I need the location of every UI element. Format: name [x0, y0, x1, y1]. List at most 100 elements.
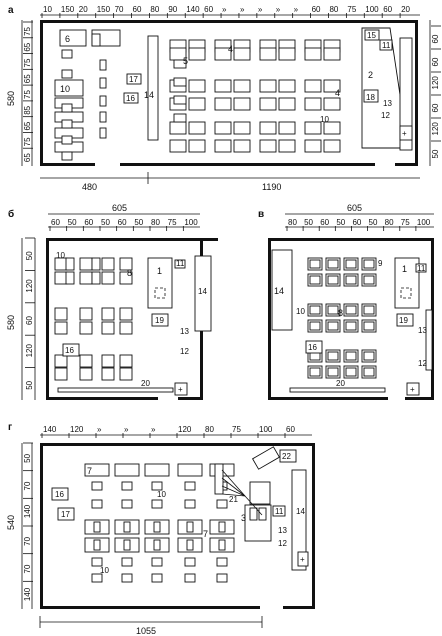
plan-b-desk — [79, 257, 93, 271]
dim-label: 80 — [288, 218, 297, 227]
dim-label: 50 — [134, 218, 143, 227]
dim-label: 80 — [385, 218, 394, 227]
plan-a-desk — [233, 139, 251, 153]
dim-label: 140 — [186, 5, 200, 14]
plan-a-side-stool — [99, 111, 107, 123]
plan-c-label-8: 8 — [338, 308, 343, 318]
plan-b-sink-plus: + — [178, 385, 183, 394]
plan-b-desk — [54, 354, 68, 368]
dim-label: 100 — [259, 425, 273, 434]
plan-a-desk — [233, 121, 251, 135]
plan-c-desk-inner — [363, 321, 375, 331]
dim-label: 20 — [79, 5, 88, 14]
plan-b-desk — [54, 367, 68, 381]
plan-d-stool — [151, 499, 163, 509]
plan-c-label-11: 11 — [417, 264, 426, 273]
plan-a-desk — [304, 139, 322, 153]
plan-b-desk — [119, 354, 133, 368]
plan-b-wall-bottom-right — [178, 397, 203, 400]
plan-b-teacher-table — [147, 257, 173, 309]
plan-b-desk — [54, 271, 68, 285]
plan-d-wall-bottom-right — [283, 606, 315, 609]
plan-c-dashed-box — [400, 287, 412, 299]
dim-label: 70 — [23, 536, 32, 545]
dim-label: 75 — [168, 218, 177, 227]
dim-label: 60 — [25, 316, 34, 325]
plan-c-desk-inner — [363, 275, 375, 285]
plan-a-desk — [323, 139, 341, 153]
dim-label: 50 — [68, 218, 77, 227]
plan-d-side-total: 540 — [6, 515, 16, 530]
dim-label: 60 — [320, 218, 329, 227]
plan-b-label-11: 11 — [176, 259, 185, 268]
plan-d-seat — [123, 521, 131, 533]
plan-a-label-15: 15 — [367, 31, 376, 40]
plan-c-wall-bottom-right — [405, 397, 434, 400]
dim-label: 75 — [401, 218, 410, 227]
plan-d-wall-right — [312, 443, 315, 609]
plan-d-stool — [184, 499, 196, 509]
dim-label: 140 — [23, 587, 32, 601]
dim-label: 70 — [115, 5, 124, 14]
plan-a-sink-plus: + — [402, 129, 407, 138]
plan-c-desk-inner — [345, 275, 357, 285]
plan-a-desk — [259, 47, 277, 61]
dim-label: 75 — [23, 90, 32, 99]
plan-a-left-desks — [54, 49, 107, 161]
plan-c-bench-20 — [289, 387, 386, 393]
plan-a-bottom-dim-1: 480 — [82, 182, 97, 192]
dim-label: 75 — [347, 5, 356, 14]
plan-a-label-4b: 4 — [335, 88, 340, 98]
plan-d-stool — [91, 557, 103, 567]
plan-a-label-4a: 4 — [228, 44, 233, 54]
dim-label: 20 — [401, 5, 410, 14]
plan-a-side-stool — [99, 127, 107, 139]
plan-d-seat — [93, 521, 101, 533]
plan-a-side-stool — [99, 77, 107, 89]
dim-label: 50 — [101, 218, 110, 227]
plan-c-label-9: 9 — [378, 259, 383, 268]
dim-label: 75 — [23, 26, 32, 35]
dim-label: » — [124, 425, 129, 434]
plan-b-sink — [174, 382, 188, 396]
plan-b-desk — [79, 321, 93, 335]
dim-label: 50 — [304, 218, 313, 227]
plan-d-seat — [218, 539, 226, 551]
plan-a-label-6: 6 — [65, 34, 70, 44]
plan-a-letter: а — [8, 5, 14, 16]
dim-label: 60 — [286, 425, 295, 434]
plan-d-box-11 — [272, 505, 286, 517]
plan-a-desk — [214, 47, 232, 61]
plan-b-desk — [101, 257, 115, 271]
plan-a-desk — [188, 121, 206, 135]
plan-a-desk — [173, 113, 187, 123]
dim-label: 60 — [431, 57, 440, 66]
plan-d-pointer-3 — [221, 485, 246, 497]
dim-label: 100 — [417, 218, 431, 227]
plan-d-sink-plus: + — [300, 555, 305, 564]
dim-label: 50 — [23, 453, 32, 462]
plan-c-label-14: 14 — [274, 286, 284, 296]
plan-d-lab-bench — [177, 463, 203, 477]
plan-d-desks — [84, 463, 235, 583]
dim-label: 65 — [23, 42, 32, 51]
plan-a-label-10: 10 — [60, 84, 70, 94]
plan-a-desk — [233, 47, 251, 61]
plan-d-seat — [123, 539, 131, 551]
plan-d-stool — [121, 481, 133, 491]
plan-d-stool — [216, 499, 228, 509]
dim-label: 75 — [232, 425, 241, 434]
plan-d-label-21: 21 — [229, 495, 238, 504]
plan-d-pointer-2 — [221, 477, 246, 497]
plan-d-stool — [91, 481, 103, 491]
plan-b-label-14: 14 — [198, 287, 207, 296]
dim-label: 60 — [383, 5, 392, 14]
plan-d-stool — [184, 481, 196, 491]
dim-label: 10 — [43, 5, 52, 14]
dim-label: 50 — [369, 218, 378, 227]
plan-c-wall-left — [268, 238, 271, 400]
plan-a-side-stool — [61, 103, 73, 113]
plan-a-desk — [259, 139, 277, 153]
